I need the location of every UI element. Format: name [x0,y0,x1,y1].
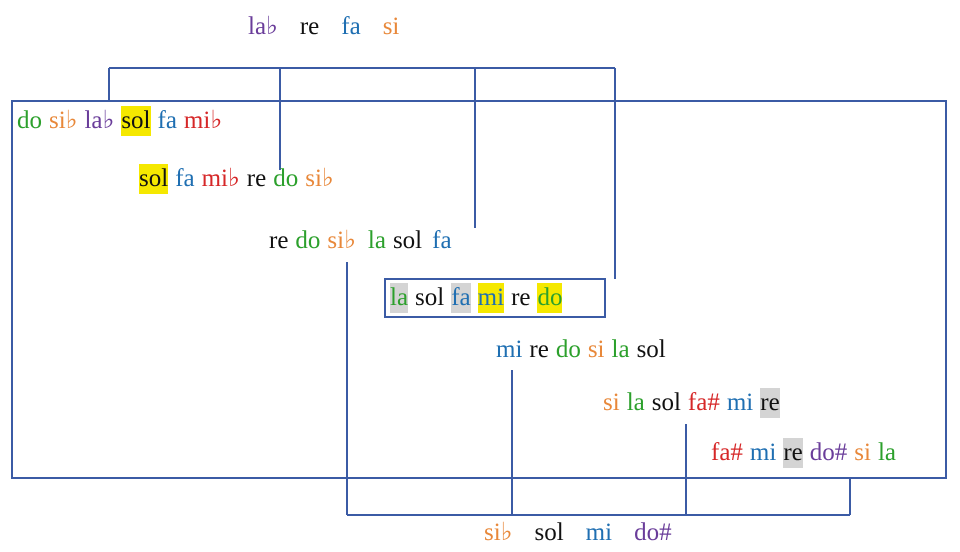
note: fa [157,107,177,134]
top-note: re [299,13,320,40]
note: la [390,283,409,313]
note: do [537,283,563,313]
note: mi [726,389,754,416]
note: re [783,438,803,468]
note: si [854,439,871,466]
note: do [273,165,299,192]
top-note: la♭ [248,13,278,40]
note: sol [139,164,169,194]
note: fa# [687,389,720,416]
note: sol [392,227,423,254]
bottom-note: do# [634,519,672,546]
note: do [555,336,581,363]
note: si♭ [49,107,78,134]
note: fa# [711,439,743,466]
note: la [367,227,386,254]
note: sol [121,106,151,136]
note: la [611,336,630,363]
top-note: fa [341,13,361,40]
bottom-note: si♭ [484,519,513,546]
main-frame [11,100,947,479]
note: fa [451,283,471,313]
note: mi [496,336,523,363]
note: do# [809,439,848,466]
bottom-note: sol [534,519,564,546]
note: si [587,336,605,363]
note: re [760,388,780,418]
bottom-note: mi [585,519,613,546]
note: re [529,336,549,363]
note: la♭ [84,107,115,134]
note: mi♭ [201,165,240,192]
note: sol [636,336,666,363]
note: do [295,227,321,254]
top-note: si [382,13,400,40]
note: sol [415,284,445,311]
note: si♭ [305,165,334,192]
note: mi [477,283,505,313]
note: la [626,389,645,416]
note: re [511,284,531,311]
note: do [17,107,42,134]
note: fa [175,165,195,192]
note: fa [432,227,452,254]
note: si [603,389,620,416]
inner-frame [384,278,606,318]
note: re [269,227,289,254]
note: sol [651,389,681,416]
note: mi♭ [183,107,223,134]
note: la [877,439,896,466]
note: mi [749,439,777,466]
note: si♭ [327,227,356,254]
note: re [246,165,267,192]
